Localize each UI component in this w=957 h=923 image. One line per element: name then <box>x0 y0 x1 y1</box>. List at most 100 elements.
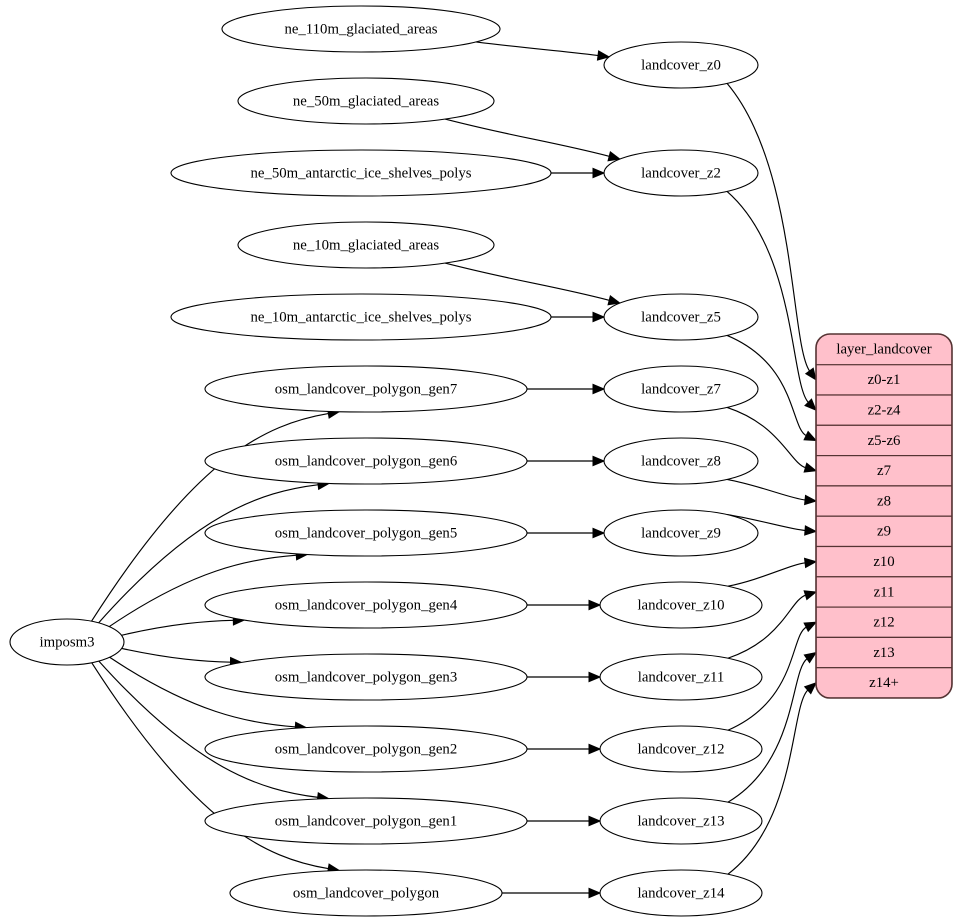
table-header-cell <box>816 334 952 365</box>
zoom-level-ellipse <box>599 797 763 845</box>
node-landcover_z9[interactable]: landcover_z9 <box>603 509 759 557</box>
edge-osm_landcover_polygon_gen4-to-landcover-z10 <box>527 599 602 611</box>
source-ellipse <box>204 725 528 773</box>
table-row-label: z2-z4 <box>868 403 901 419</box>
edge-landcover_z5-to-layer-landcover-z5-z6 <box>726 334 818 442</box>
node-landcover_z14[interactable]: landcover_z14 <box>599 869 763 917</box>
table-row-z7[interactable] <box>816 455 952 487</box>
edge-arrowhead <box>803 430 818 442</box>
edge-osm_landcover_polygon_gen7-to-landcover-z7 <box>527 383 606 395</box>
table-row-z0-z1[interactable] <box>816 364 952 396</box>
edge-arrowhead <box>804 525 818 536</box>
source-ellipse <box>221 5 501 53</box>
node-ne_110m_glaciated_areas[interactable]: ne_110m_glaciated_areas <box>221 5 501 53</box>
node-osm_landcover_polygon_gen2[interactable]: osm_landcover_polygon_gen2 <box>204 725 528 773</box>
zoom-level-ellipse <box>599 869 763 917</box>
node-osm_landcover_polygon_gen5[interactable]: osm_landcover_polygon_gen5 <box>204 509 528 557</box>
edge-line <box>726 478 806 501</box>
edge-line <box>121 619 234 636</box>
node-label: osm_landcover_polygon_gen6 <box>275 453 457 469</box>
node-ne_10m_antarctic_ice_shelves_polys[interactable]: ne_10m_antarctic_ice_shelves_polys <box>170 293 552 341</box>
node-label: osm_landcover_polygon_gen7 <box>275 381 457 397</box>
node-landcover_z2[interactable]: landcover_z2 <box>603 149 759 197</box>
node-label: ne_50m_glaciated_areas <box>293 93 439 109</box>
edge-landcover_z10-to-layer-landcover-z10 <box>727 557 818 587</box>
node-label: ne_50m_antarctic_ice_shelves_polys <box>250 165 471 181</box>
edge-line <box>726 334 807 437</box>
table-row-label: z10 <box>873 554 894 570</box>
edge-landcover_z7-to-layer-landcover-z7 <box>726 406 818 473</box>
table-row-z12[interactable] <box>816 606 952 638</box>
node-label: landcover_z8 <box>641 453 721 469</box>
node-label: landcover_z12 <box>637 741 724 757</box>
node-label: landcover_z0 <box>641 57 721 73</box>
node-label: osm_landcover_polygon_gen1 <box>275 813 457 829</box>
zoom-level-ellipse <box>603 41 759 89</box>
node-osm_landcover_polygon_gen7[interactable]: osm_landcover_polygon_gen7 <box>204 365 528 413</box>
node-ne_50m_antarctic_ice_shelves_polys[interactable]: ne_50m_antarctic_ice_shelves_polys <box>170 149 552 197</box>
node-label: landcover_z7 <box>641 381 721 397</box>
node-osm_landcover_polygon[interactable]: osm_landcover_polygon <box>229 869 503 917</box>
node-osm_landcover_polygon_gen6[interactable]: osm_landcover_polygon_gen6 <box>204 437 528 485</box>
node-landcover_z8[interactable]: landcover_z8 <box>603 437 759 485</box>
edge-line <box>98 660 319 798</box>
layer-landcover-table[interactable]: layer_landcoverz0-z1z2-z4z5-z6z7z8z9z10z… <box>815 333 953 699</box>
source-ellipse <box>204 581 528 629</box>
edge-line <box>726 514 806 532</box>
edge-ne_50m_glaciated_areas-to-landcover-z2 <box>444 118 622 162</box>
table-row-label: z8 <box>877 493 891 509</box>
edge-line <box>726 190 810 404</box>
node-osm_landcover_polygon_gen3[interactable]: osm_landcover_polygon_gen3 <box>204 653 528 701</box>
node-landcover_z10[interactable]: landcover_z10 <box>599 581 763 629</box>
edge-landcover_z14-to-layer-landcover-z14- <box>727 681 817 875</box>
zoom-level-ellipse <box>603 149 759 197</box>
node-label: ne_10m_antarctic_ice_shelves_polys <box>250 309 471 325</box>
table-row-label: z9 <box>877 524 891 540</box>
node-landcover_z13[interactable]: landcover_z13 <box>599 797 763 845</box>
nodes-layer: imposm3 ne_110m_glaciated_areas ne_50m_gla… <box>9 5 763 917</box>
table-row-z8[interactable] <box>816 485 952 517</box>
edge-osm_landcover_polygon_gen5-to-landcover-z9 <box>527 527 606 539</box>
node-landcover_z11[interactable]: landcover_z11 <box>599 653 763 701</box>
table-row-z11[interactable] <box>816 576 952 608</box>
node-imposm3[interactable]: imposm3 <box>9 618 125 666</box>
edge-osm_landcover_polygon_gen1-to-landcover-z13 <box>527 815 602 827</box>
edge-landcover_z13-to-layer-landcover-z13 <box>727 651 818 803</box>
edge-arrowhead <box>588 815 602 827</box>
node-landcover_z5[interactable]: landcover_z5 <box>603 293 759 341</box>
table-row-label: z14+ <box>869 675 899 691</box>
node-label: imposm3 <box>39 634 94 650</box>
node-osm_landcover_polygon_gen1[interactable]: osm_landcover_polygon_gen1 <box>204 797 528 845</box>
edge-osm_landcover_polygon-to-landcover-z14 <box>501 887 602 899</box>
edge-line <box>98 484 319 624</box>
table-row-z14-[interactable] <box>816 667 952 698</box>
table-row-label: z5-z6 <box>868 433 901 449</box>
edge-ne_10m_glaciated_areas-to-landcover-z5 <box>444 262 622 306</box>
edge-ne_110m_glaciated_areas-to-landcover-z0 <box>475 41 611 61</box>
node-landcover_z12[interactable]: landcover_z12 <box>599 725 763 773</box>
edges-layer <box>91 41 818 899</box>
node-osm_landcover_polygon_gen4[interactable]: osm_landcover_polygon_gen4 <box>204 581 528 629</box>
node-label: landcover_z10 <box>637 597 724 613</box>
node-ne_50m_glaciated_areas[interactable]: ne_50m_glaciated_areas <box>237 77 495 125</box>
edge-landcover_z8-to-layer-landcover-z8 <box>726 478 818 506</box>
node-ne_10m_glaciated_areas[interactable]: ne_10m_glaciated_areas <box>237 221 495 269</box>
edge-arrowhead <box>592 167 606 179</box>
node-label: landcover_z11 <box>638 669 725 685</box>
zoom-level-ellipse <box>599 653 763 701</box>
edge-arrowhead <box>804 367 817 381</box>
node-landcover_z7[interactable]: landcover_z7 <box>603 365 759 413</box>
edge-arrowhead <box>607 294 622 306</box>
edge-line <box>727 626 807 731</box>
edge-arrowhead <box>803 590 818 601</box>
node-label: osm_landcover_polygon_gen4 <box>275 597 458 613</box>
edge-landcover_z2-to-layer-landcover-z2-z4 <box>726 190 817 412</box>
node-landcover_z0[interactable]: landcover_z0 <box>603 41 759 89</box>
edge-arrowhead <box>804 398 817 412</box>
table-row-z9[interactable] <box>816 515 952 548</box>
node-label: landcover_z9 <box>641 525 721 541</box>
source-ellipse <box>204 437 528 485</box>
edge-line <box>475 41 599 57</box>
edge-arrowhead <box>588 671 602 683</box>
